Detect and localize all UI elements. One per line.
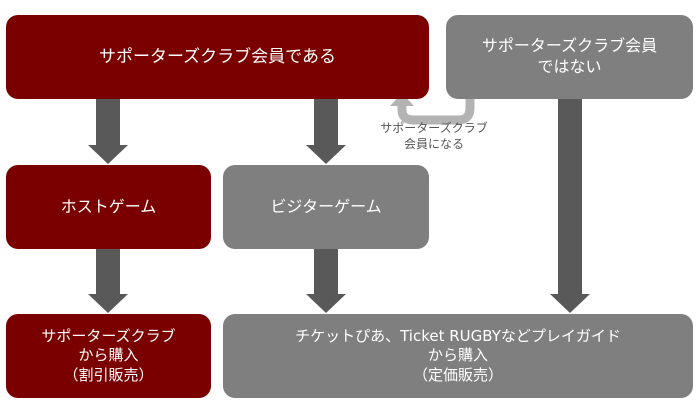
node-buy-from-club: サポーターズクラブ から購入 （割引販売） <box>6 314 211 398</box>
join-curve-arrow <box>397 98 475 125</box>
edge-label-join: サポーターズクラブ 会員になる <box>380 121 488 151</box>
arrow-member-to-home-shaft <box>96 99 120 145</box>
node-home-game: ホストゲーム <box>6 165 211 249</box>
arrow-visitor-to-playguide-head <box>306 294 346 313</box>
arrow-member-to-home-head <box>88 145 128 164</box>
arrow-visitor-to-playguide-shaft <box>314 248 338 294</box>
arrow-nonmember-to-playguide-head <box>550 294 590 313</box>
arrow-home-to-club-shaft <box>96 248 120 294</box>
arrow-nonmember-to-playguide-shaft <box>558 99 582 294</box>
node-buy-from-playguide: チケットぴあ、Ticket RUGBYなどプレイガイド から購入 （定価販売） <box>223 314 693 398</box>
node-member: サポーターズクラブ会員である <box>6 15 429 99</box>
arrow-member-to-visitor-head <box>306 145 346 164</box>
node-visitor-game: ビジターゲーム <box>223 165 429 249</box>
node-non-member: サポーターズクラブ会員 ではない <box>446 15 693 99</box>
arrow-member-to-visitor-shaft <box>314 99 338 145</box>
join-curve-arrowhead <box>390 93 414 106</box>
arrow-home-to-club-head <box>88 294 128 313</box>
